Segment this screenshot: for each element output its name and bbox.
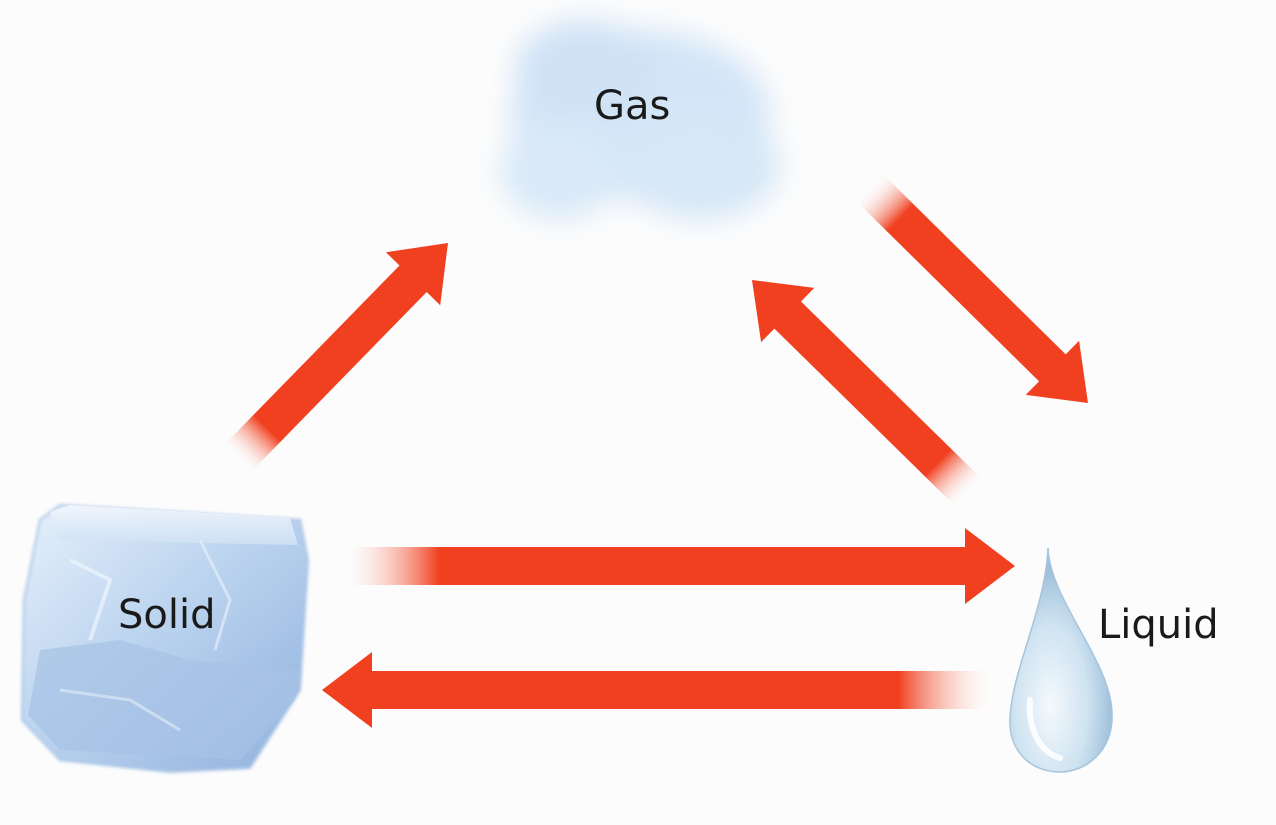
gas-cloud-image <box>500 20 780 220</box>
arrow-solid-to-gas <box>224 243 448 472</box>
ice-cube-image <box>20 503 310 774</box>
solid-label: Solid <box>118 592 216 638</box>
transition-arrows <box>224 174 1088 728</box>
arrow-liquid-to-solid <box>322 652 992 728</box>
gas-label: Gas <box>594 83 671 129</box>
arrow-gas-to-liquid <box>856 174 1088 403</box>
arrow-solid-to-liquid <box>345 528 1015 604</box>
arrow-liquid-to-gas <box>752 280 982 506</box>
liquid-label: Liquid <box>1098 602 1219 648</box>
water-drop-image <box>1009 547 1113 773</box>
